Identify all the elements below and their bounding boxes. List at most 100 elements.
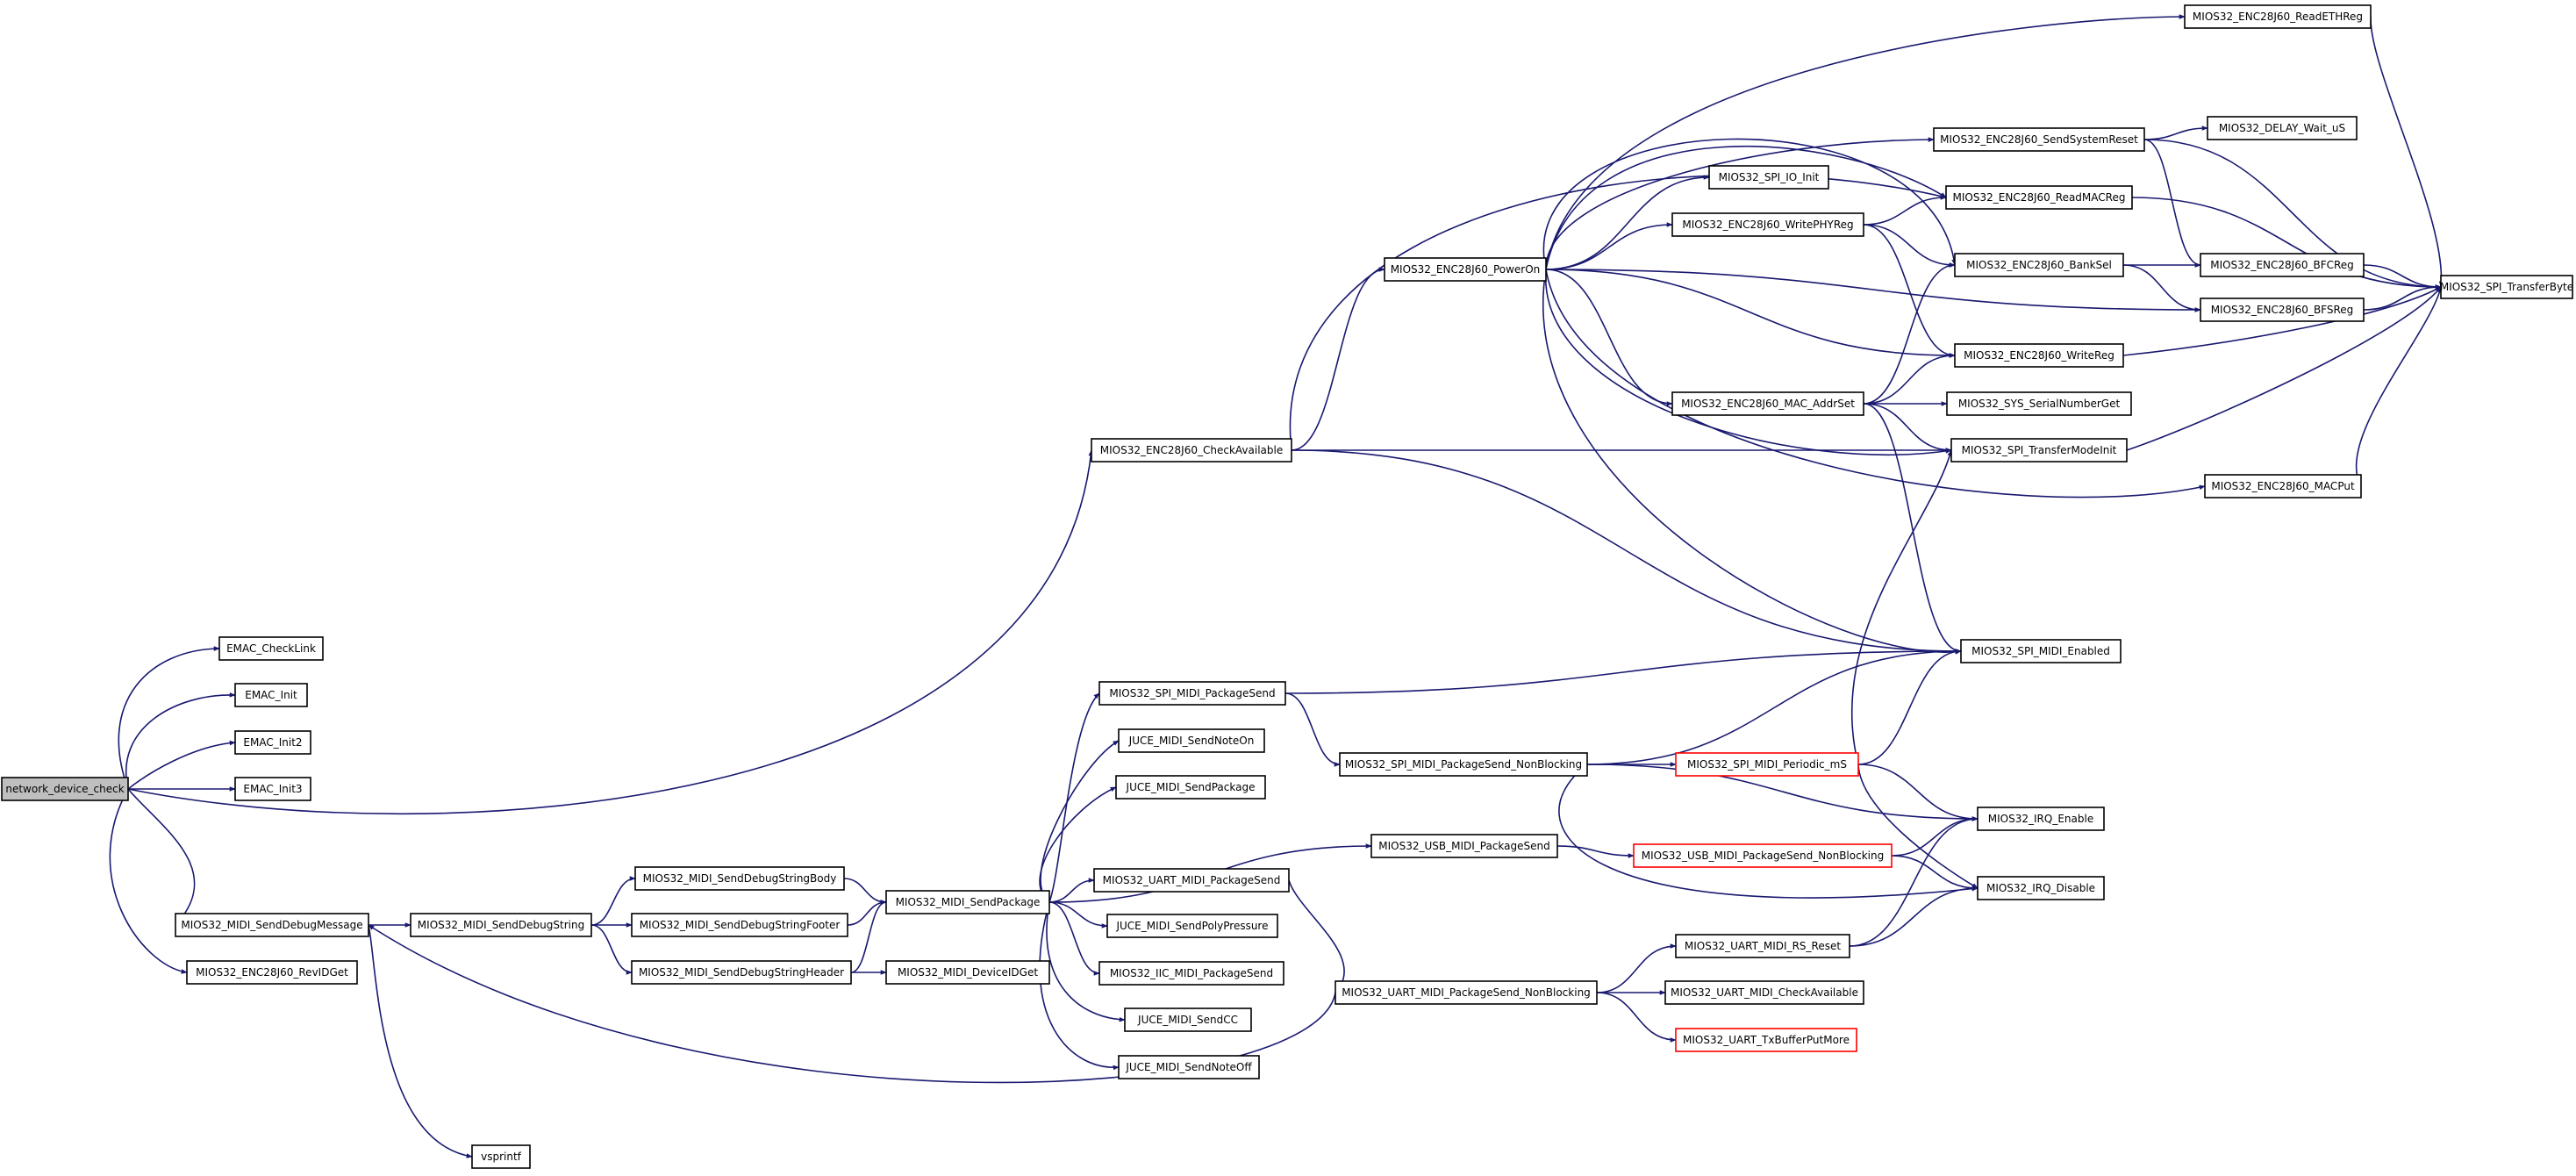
node-mios32-spi-transfermodeinit[interactable]: MIOS32_SPI_TransferModeInit [1950, 438, 2128, 463]
node-box [1370, 834, 1558, 858]
node-mios32-uart-midi-rs-reset[interactable]: MIOS32_UART_MIDI_RS_Reset [1675, 934, 1850, 958]
node-mios32-enc28j60-readmacreg[interactable]: MIOS32_ENC28J60_ReadMACReg [1945, 185, 2133, 210]
node-juce-midi-sendpolypressure[interactable]: JUCE_MIDI_SendPolyPressure [1106, 914, 1278, 938]
edge-mios32-enc28j60-checkavailable-to-mios32-spi-midi-enabled [1291, 449, 1962, 654]
node-juce-midi-sendnoteon[interactable]: JUCE_MIDI_SendNoteOn [1118, 728, 1265, 753]
node-mios32-enc28j60-poweron[interactable]: MIOS32_ENC28J60_PowerOn [1384, 257, 1547, 282]
node-mios32-enc28j60-sendsystemreset[interactable]: MIOS32_ENC28J60_SendSystemReset [1933, 127, 2145, 152]
node-label: JUCE_MIDI_SendNoteOn [1128, 735, 1255, 747]
node-box [1960, 639, 2122, 663]
node-label: network_device_check [5, 783, 124, 795]
node-vsprintf[interactable]: vsprintf [471, 1144, 531, 1169]
node-mios32-spi-io-init[interactable]: MIOS32_SPI_IO_Init [1708, 165, 1829, 190]
node-mios32-usb-midi-packagesend-nonblocking[interactable]: MIOS32_USB_MIDI_PackageSend_NonBlocking [1633, 843, 1893, 868]
node-emac-init[interactable]: EMAC_Init [234, 683, 308, 707]
node-label: MIOS32_ENC28J60_WriteReg [1964, 349, 2114, 362]
node-emac-checklink[interactable]: EMAC_CheckLink [218, 636, 324, 661]
node-mios32-iic-midi-packagesend[interactable]: MIOS32_IIC_MIDI_PackageSend [1098, 961, 1284, 986]
node-mios32-delay-wait-us[interactable]: MIOS32_DELAY_Wait_uS [2207, 116, 2358, 140]
node-mios32-enc28j60-writephyreg[interactable]: MIOS32_ENC28J60_WritePHYReg [1671, 212, 1864, 237]
edge-mios32-spi-midi-periodic-ms-to-mios32-spi-transfermodeinit [1850, 449, 1953, 765]
node-box [1675, 752, 1859, 777]
node-juce-midi-sendcc[interactable]: JUCE_MIDI_SendCC [1124, 1007, 1252, 1032]
node-juce-midi-sendpackage[interactable]: JUCE_MIDI_SendPackage [1115, 775, 1266, 800]
node-label: MIOS32_IIC_MIDI_PackageSend [1110, 967, 1273, 979]
node-mios32-usb-midi-packagesend[interactable]: MIOS32_USB_MIDI_PackageSend [1370, 834, 1558, 858]
node-emac-init3[interactable]: EMAC_Init3 [234, 777, 311, 801]
node-box [1977, 876, 2105, 900]
node-mios32-enc28j60-macput[interactable]: MIOS32_ENC28J60_MACPut [2204, 474, 2362, 498]
node-mios32-spi-transferbyte[interactable]: MIOS32_SPI_TransferByte [2440, 275, 2573, 299]
node-label: MIOS32_MIDI_SendDebugStringBody [643, 872, 837, 885]
node-emac-init2[interactable]: EMAC_Init2 [234, 730, 311, 755]
node-network-device-check[interactable]: network_device_check [1, 777, 129, 801]
node-box [1945, 185, 2133, 210]
node-label: MIOS32_UART_MIDI_RS_Reset [1685, 940, 1841, 952]
node-box [1098, 681, 1286, 706]
node-label: MIOS32_MIDI_SendDebugString [418, 919, 584, 931]
node-mios32-uart-txbufferputmore[interactable]: MIOS32_UART_TxBufferPutMore [1675, 1028, 1857, 1052]
node-mios32-midi-senddebugstringheader[interactable]: MIOS32_MIDI_SendDebugStringHeader [631, 960, 852, 985]
edge-mios32-enc28j60-bfcreg-to-mios32-spi-transferbyte [2363, 264, 2442, 290]
node-mios32-enc28j60-writereg[interactable]: MIOS32_ENC28J60_WriteReg [1954, 343, 2124, 368]
edge-network-device-check-to-mios32-enc28j60-revidget [109, 788, 188, 974]
edge-mios32-enc28j60-poweron-to-mios32-spi-midi-enabled [1542, 269, 1962, 655]
node-mios32-sys-serialnumberget[interactable]: MIOS32_SYS_SerialNumberGet [1946, 391, 2132, 416]
node-mios32-uart-midi-packagesend[interactable]: MIOS32_UART_MIDI_PackageSend [1093, 868, 1290, 893]
node-mios32-enc28j60-banksel[interactable]: MIOS32_ENC28J60_BankSel [1954, 253, 2124, 277]
node-box [1933, 127, 2145, 152]
node-mios32-spi-midi-periodic-ms[interactable]: MIOS32_SPI_MIDI_Periodic_mS [1675, 752, 1859, 777]
node-box [1950, 438, 2128, 463]
node-mios32-enc28j60-revidget[interactable]: MIOS32_ENC28J60_RevIDGet [186, 960, 358, 985]
node-mios32-uart-midi-checkavailable[interactable]: MIOS32_UART_MIDI_CheckAvailable [1664, 980, 1864, 1005]
node-juce-midi-sendnoteoff[interactable]: JUCE_MIDI_SendNoteOff [1118, 1055, 1260, 1079]
edge-mios32-spi-midi-packagesend-nonblocking-to-mios32-irq-disable [1558, 764, 1979, 899]
node-mios32-enc28j60-readethreg[interactable]: MIOS32_ENC28J60_ReadETHReg [2184, 4, 2372, 29]
edge-mios32-enc28j60-writephyreg-to-mios32-enc28j60-banksel [1863, 224, 1956, 268]
node-label: MIOS32_SPI_TransferByte [2440, 281, 2573, 293]
edge-mios32-spi-midi-packagesend-nonblocking-to-mios32-spi-midi-enabled [1586, 649, 1962, 765]
edge-mios32-uart-midi-packagesend-nonblocking-to-mios32-uart-midi-rs-reset [1596, 943, 1677, 993]
edge-mios32-enc28j60-poweron-to-mios32-enc28j60-sendsystemreset [1545, 137, 1935, 270]
node-mios32-enc28j60-bfsreg[interactable]: MIOS32_ENC28J60_BFSReg [2200, 298, 2365, 322]
node-mios32-midi-senddebugstringbody[interactable]: MIOS32_MIDI_SendDebugStringBody [634, 866, 845, 891]
node-mios32-midi-senddebugstringfooter[interactable]: MIOS32_MIDI_SendDebugStringFooter [631, 913, 848, 937]
node-label: MIOS32_SPI_MIDI_Periodic_mS [1687, 758, 1847, 771]
edge-mios32-enc28j60-banksel-to-mios32-enc28j60-bfsreg [2122, 264, 2201, 312]
node-mios32-midi-senddebugstring[interactable]: MIOS32_MIDI_SendDebugString [410, 913, 592, 937]
node-mios32-enc28j60-mac-addrset[interactable]: MIOS32_ENC28J60_MAC_AddrSet [1671, 391, 1864, 416]
node-mios32-spi-midi-packagesend[interactable]: MIOS32_SPI_MIDI_PackageSend [1098, 681, 1286, 706]
edge-mios32-enc28j60-poweron-to-mios32-spi-io-init [1545, 175, 1710, 270]
node-mios32-midi-sendpackage[interactable]: MIOS32_MIDI_SendPackage [885, 890, 1050, 914]
node-mios32-spi-midi-packagesend-nonblocking[interactable]: MIOS32_SPI_MIDI_PackageSend_NonBlocking [1339, 752, 1588, 777]
node-box [634, 866, 845, 891]
edge-mios32-enc28j60-writephyreg-to-mios32-enc28j60-readmacreg [1863, 195, 1947, 226]
edge-mios32-midi-sendpackage-to-juce-midi-sendpolypressure [1048, 901, 1108, 929]
edge-mios32-usb-midi-packagesend-nonblocking-to-mios32-irq-enable [1891, 816, 1979, 857]
node-label: MIOS32_ENC28J60_MACPut [2211, 480, 2355, 492]
node-mios32-enc28j60-checkavailable[interactable]: MIOS32_ENC28J60_CheckAvailable [1091, 438, 1292, 463]
node-label: MIOS32_MIDI_SendDebugStringFooter [640, 919, 841, 931]
node-box [1977, 807, 2105, 831]
node-mios32-spi-midi-enabled[interactable]: MIOS32_SPI_MIDI_Enabled [1960, 639, 2122, 663]
node-box [1335, 980, 1598, 1005]
node-box [175, 913, 369, 937]
node-mios32-irq-enable[interactable]: MIOS32_IRQ_Enable [1977, 807, 2105, 831]
node-box [186, 960, 358, 985]
edge-mios32-midi-sendpackage-to-juce-midi-sendcc [1046, 901, 1126, 1022]
node-label: MIOS32_MIDI_DeviceIDGet [898, 966, 1038, 979]
node-label: MIOS32_UART_TxBufferPutMore [1683, 1034, 1850, 1046]
node-mios32-uart-midi-packagesend-nonblocking[interactable]: MIOS32_UART_MIDI_PackageSend_NonBlocking [1335, 980, 1598, 1005]
node-mios32-enc28j60-bfcreg[interactable]: MIOS32_ENC28J60_BFCReg [2200, 253, 2365, 277]
node-mios32-midi-senddebugmessage[interactable]: MIOS32_MIDI_SendDebugMessage [175, 913, 369, 937]
node-box [1671, 391, 1864, 416]
edge-mios32-enc28j60-mac-addrset-to-mios32-enc28j60-writereg [1863, 353, 1956, 405]
node-mios32-irq-disable[interactable]: MIOS32_IRQ_Disable [1977, 876, 2105, 900]
node-label: JUCE_MIDI_SendCC [1137, 1014, 1238, 1026]
node-box [1091, 438, 1292, 463]
edge-network-device-check-to-mios32-midi-senddebugmessage [127, 788, 196, 926]
node-mios32-midi-deviceidget[interactable]: MIOS32_MIDI_DeviceIDGet [885, 960, 1050, 985]
node-box [1675, 934, 1850, 958]
node-label: MIOS32_ENC28J60_BankSel [1966, 259, 2112, 271]
